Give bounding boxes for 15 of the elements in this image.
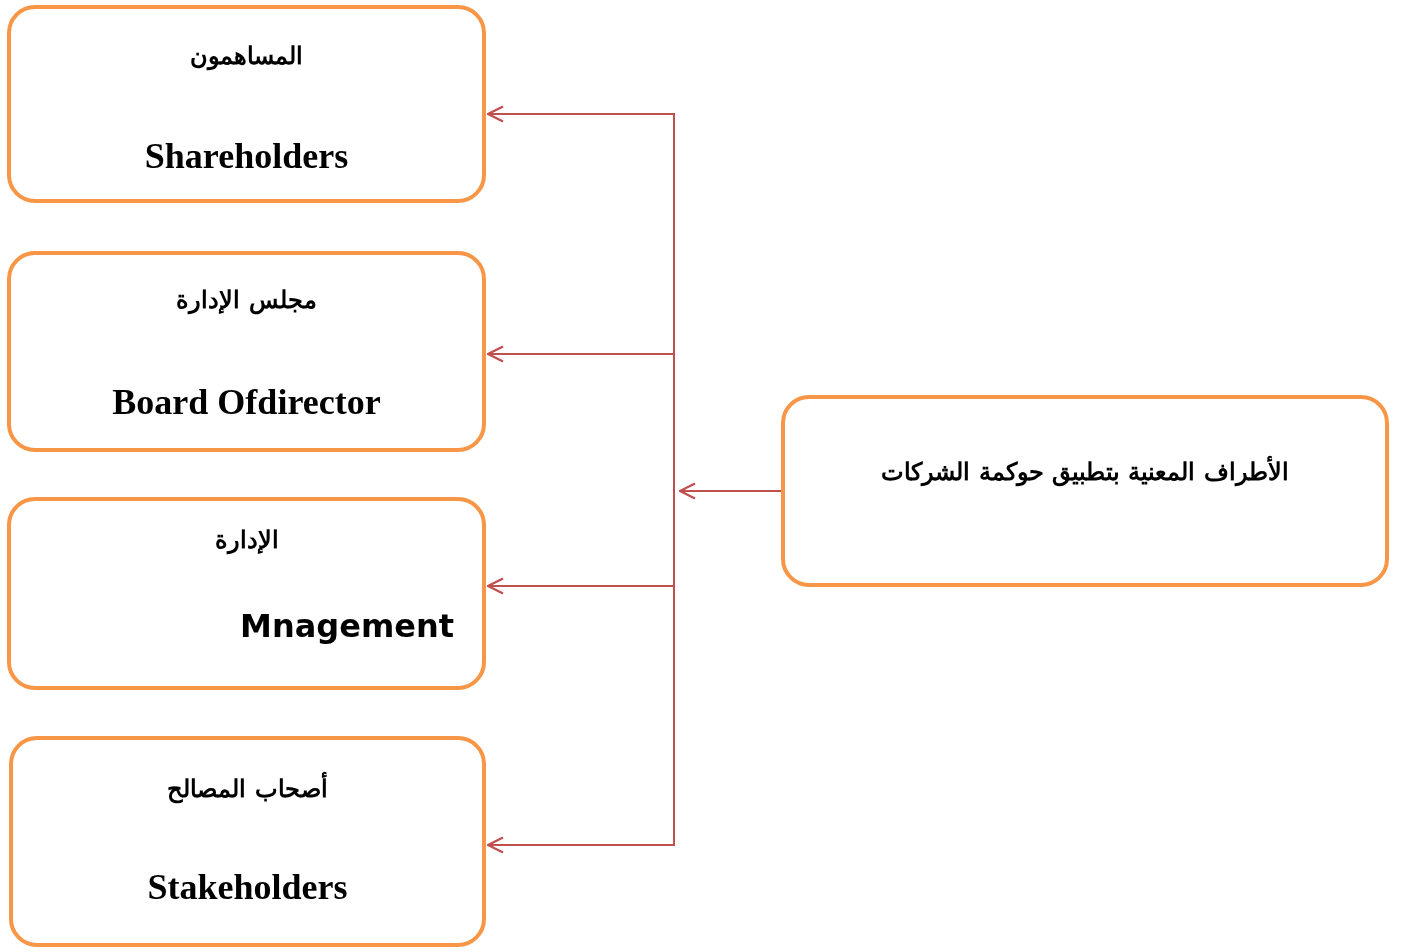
node-label: الأطراف المعنية بتطبيق حوكمة الشركات [880,457,1290,486]
rounded-box [781,395,1389,587]
node-label: المساهمون [189,41,304,70]
rounded-box [7,497,486,690]
node-label: Mnagement [240,607,454,645]
node-label: مجلس الإدارة [175,285,318,314]
arrow [678,482,782,500]
rounded-box [7,251,486,452]
node-label: Board Ofdirector [111,381,382,423]
node-label: الإدارة [213,525,280,554]
arrow [486,345,675,492]
rounded-box [9,736,486,947]
node-label: Shareholders [143,135,350,177]
rounded-box [7,5,486,203]
node-label: Stakeholders [146,866,349,908]
